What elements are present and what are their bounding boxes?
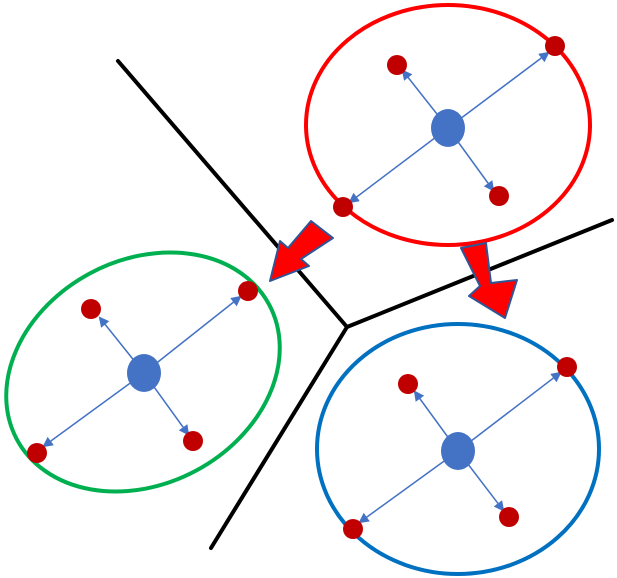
green-cluster-spoke-top-right [143,295,242,374]
red-cluster-spoke-top-right [447,51,550,129]
move-arrow-to-green [269,220,334,282]
red-cluster-leaf-top-right [545,36,565,56]
green-cluster-spoke-bottom-left [42,372,145,448]
red-cluster-leaf-bottom-left [333,197,353,217]
green-cluster-leaf-top-right [238,281,258,301]
blue-cluster-boundary [315,322,601,576]
blue-cluster-leaf-top-right [557,357,577,377]
blue-cluster-center-node [441,432,475,470]
green-cluster [4,250,282,494]
blue-cluster-leaf-top-left [398,374,418,394]
green-cluster-leaf-bottom-left [27,443,47,463]
red-cluster-center-node [431,109,465,147]
red-cluster-spoke-bottom-left [348,127,449,204]
red-cluster [304,3,592,247]
green-cluster-center-node [127,354,161,392]
blue-cluster-leaf-bottom-left [343,519,363,539]
red-cluster-boundary [304,3,592,247]
blue-cluster [315,322,601,576]
green-cluster-boundary [4,250,282,494]
red-cluster-leaf-top-left [387,55,407,75]
boundary-line-lower [209,325,349,550]
boundary-lines [116,59,614,550]
movement-arrows [269,220,518,319]
boundary-line-upper-left [116,59,349,329]
blue-cluster-spoke-bottom-left [358,450,459,524]
move-arrow-to-blue [460,242,518,319]
red-cluster-leaf-bottom-right [489,186,509,206]
green-cluster-leaf-bottom-right [183,431,203,451]
blue-cluster-spoke-top-right [457,371,562,452]
blue-cluster-leaf-bottom-right [499,507,519,527]
green-cluster-leaf-top-left [81,299,101,319]
